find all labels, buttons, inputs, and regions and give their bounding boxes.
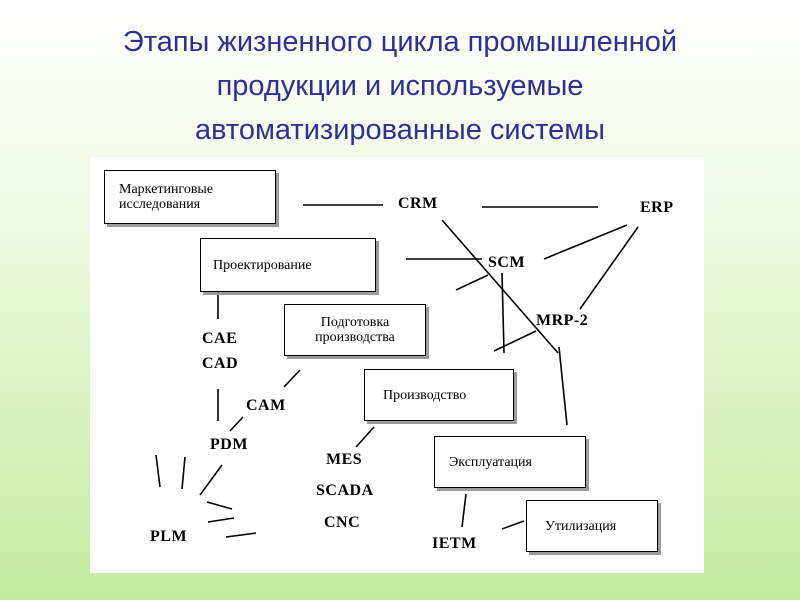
line-scm-down [501, 272, 505, 354]
line-scm-left [455, 274, 489, 291]
line-mrp2-left [493, 330, 537, 352]
page-title: Этапы жизненного цикла промышленной прод… [0, 20, 800, 152]
line-production-mes [355, 426, 375, 448]
line-cam-pdm [229, 416, 244, 432]
label-erp: ERP [640, 199, 674, 216]
label-mrp2: MRP-2 [536, 312, 589, 329]
box-operation: Эксплуатация [434, 436, 586, 488]
label-mes: MES [326, 451, 363, 468]
label-cnc: CNC [324, 514, 361, 531]
box-production: Производство [364, 369, 514, 421]
label-scm: SCM [488, 254, 526, 271]
connector-lines [155, 204, 639, 538]
box-prep-line-1: Подготовка [320, 315, 390, 330]
label-ietm: IETM [432, 535, 477, 552]
line-ietm-disposal [501, 520, 525, 530]
box-marketing-line-2: исследования [119, 197, 201, 212]
label-scada: SCADA [316, 482, 374, 499]
line-erp-mrp2 [579, 226, 639, 310]
box-prep-line-2: производства [315, 330, 395, 345]
diagram-panel: Маркетинговые исследования Проектировани… [90, 157, 704, 573]
label-cad: CAD [202, 355, 239, 372]
title-line-1: Этапы жизненного цикла промышленной [122, 26, 678, 58]
label-cam: CAM [246, 397, 286, 414]
line-crm-mrp2 [441, 219, 559, 354]
box-disposal: Утилизация [526, 500, 658, 552]
title-line-3: автоматизированные системы [195, 114, 605, 146]
label-plm: PLM [150, 528, 188, 545]
label-pdm: PDM [210, 436, 248, 453]
title-line-2: продукции и используемые [216, 70, 584, 102]
line-pdm-spoke-3 [199, 464, 223, 496]
line-mrp2-down [558, 346, 568, 426]
line-prep-cam [283, 369, 301, 388]
line-erp-scm [543, 224, 628, 260]
line-plm-spoke-2 [207, 517, 235, 523]
line-plm-spoke-3 [225, 532, 257, 538]
label-crm: CRM [398, 195, 438, 212]
label-cae: CAE [202, 330, 238, 347]
box-marketing-line-1: Маркетинговые [119, 182, 214, 197]
box-design: Проектирование [200, 238, 376, 292]
line-operation-ietm [461, 493, 467, 528]
box-production-preparation: Подготовка производства [284, 304, 426, 356]
line-plm-spoke-1 [206, 501, 233, 510]
box-marketing-research: Маркетинговые исследования [104, 170, 276, 224]
line-pdm-spoke-1 [155, 454, 161, 488]
line-pdm-spoke-2 [181, 456, 186, 490]
